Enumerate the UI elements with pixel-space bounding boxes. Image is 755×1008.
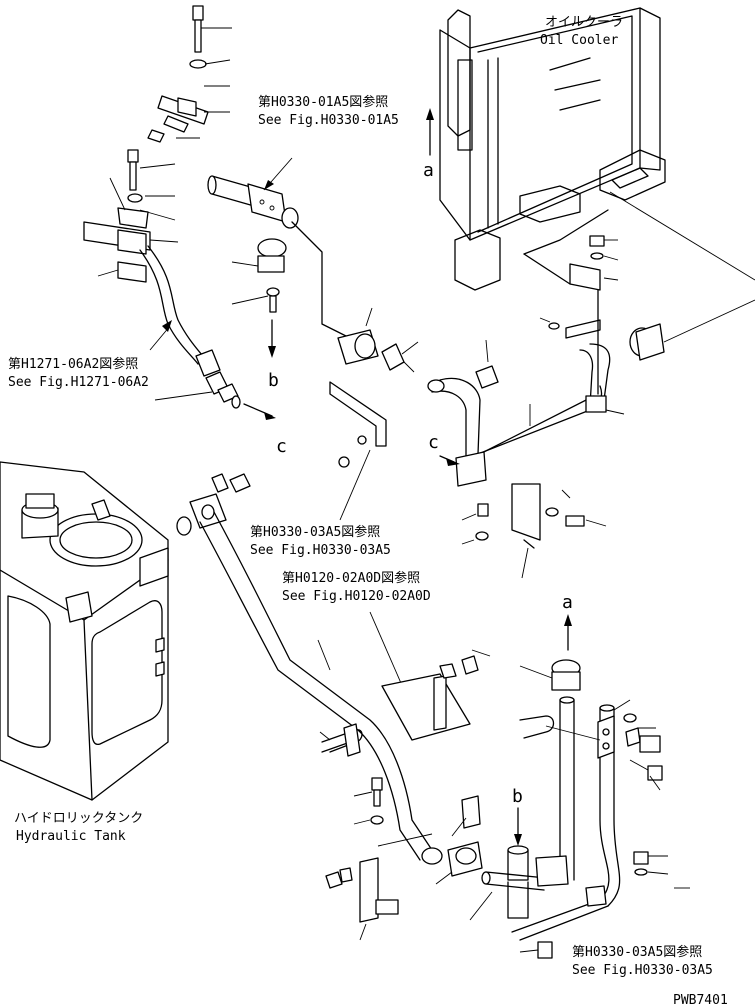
left-fastener-stack — [83, 5, 232, 283]
callout-c-mid-label: c — [428, 432, 439, 453]
oil-cooler-label-jp: オイルクーラ — [545, 15, 623, 30]
drawing-number: PWB7401 — [673, 993, 728, 1008]
callout-b-left-label: b — [268, 370, 279, 391]
hydraulic-tank-label-en: Hydraulic Tank — [16, 829, 126, 844]
callout-a-top: a — [423, 108, 434, 181]
ref-h0120-02a0d-en: See Fig.H0120-02A0D — [282, 589, 431, 604]
hydraulic-tank-label-jp: ハイドロリックタンク — [14, 811, 143, 826]
ref-h0330-03a5-bot-en: See Fig.H0330-03A5 — [572, 963, 713, 978]
bottom-right-pipe — [469, 659, 690, 959]
callout-c-left-label: c — [276, 436, 287, 457]
callout-a-bottom: a — [562, 592, 573, 651]
ref-h0330-03a5-bot-jp: 第H0330-03A5図参照 — [572, 944, 702, 960]
callout-b-bottom: b — [512, 786, 523, 846]
ref-h0330-01a5-jp: 第H0330-01A5図参照 — [258, 94, 388, 110]
callout-a-top-label: a — [423, 160, 434, 181]
right-pipe-assembly: c — [329, 191, 755, 579]
ref-h0330-01a5-en: See Fig.H0330-01A5 — [258, 113, 399, 128]
oil-cooler-label-en: Oil Cooler — [540, 33, 618, 48]
bottom-brackets — [319, 611, 491, 941]
callout-b-bottom-label: b — [512, 786, 523, 807]
long-pipe-center — [176, 473, 443, 865]
hydraulic-tank: ハイドロリックタンク Hydraulic Tank — [0, 461, 169, 844]
ref-h1271-06a2-en: See Fig.H1271-06A2 — [8, 375, 149, 390]
flex-hose-left: c — [139, 245, 287, 457]
center-top-pipe: 第H0330-01A5図参照 See Fig.H0330-01A5 b — [207, 94, 419, 391]
callout-a-bottom-label: a — [562, 592, 573, 613]
ref-h0330-03a5-mid-en: See Fig.H0330-03A5 — [250, 543, 391, 558]
oil-cooler-unit: オイルクーラ Oil Cooler — [439, 7, 666, 291]
ref-h0330-03a5-mid-jp: 第H0330-03A5図参照 — [250, 524, 380, 540]
ref-h1271-06a2-jp: 第H1271-06A2図参照 — [8, 356, 138, 372]
ref-h0120-02a0d-jp: 第H0120-02A0D図参照 — [282, 570, 420, 586]
